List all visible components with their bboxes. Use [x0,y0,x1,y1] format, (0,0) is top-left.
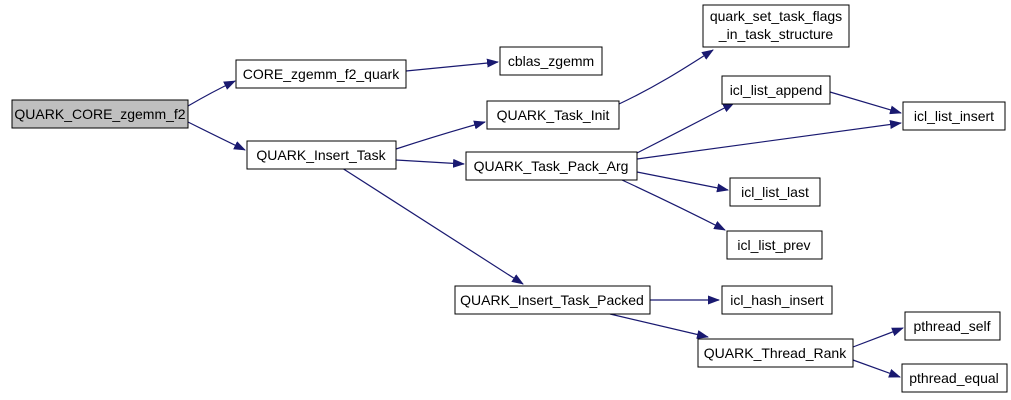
edge-quark-insert-task-to-quark-task-pack-arg [395,158,465,168]
node-box [721,285,833,315]
node-pthread-equal[interactable]: pthread_equal [901,363,1008,393]
node-box [486,100,620,130]
node-label: icl_list_append [730,82,823,98]
edge-quark-task-init-to-quark-set-task-flags [618,49,714,105]
node-label: icl_list_last [741,184,809,200]
node-label: CORE_zgemm_f2_quark [243,66,400,82]
node-box [902,101,1006,131]
node-box [901,363,1008,393]
node-quark-task-init[interactable]: QUARK_Task_Init [486,100,620,130]
node-pthread-self[interactable]: pthread_self [904,311,1001,341]
edge-quark-thread-rank-to-pthread-equal [852,359,901,378]
node-box [729,177,821,207]
node-quark-task-pack-arg[interactable]: QUARK_Task_Pack_Arg [465,151,638,181]
node-box [235,59,407,89]
edge-quark-task-pack-arg-to-icl-list-append [636,102,735,154]
node-box [499,46,603,76]
node-label: icl_list_prev [737,237,810,253]
node-box [721,75,831,105]
edge-quark-insert-task-packed-to-quark-thread-rank [609,313,709,339]
node-cblas-zgemm[interactable]: cblas_zgemm [499,46,603,76]
node-label: cblas_zgemm [508,53,594,69]
node-icl-hash-insert[interactable]: icl_hash_insert [721,285,833,315]
edge-quark-task-pack-arg-to-icl-list-prev [621,179,726,231]
node-box [246,140,397,170]
edge-quark-task-pack-arg-to-icl-list-insert [636,120,902,160]
node-box [454,285,651,315]
node-label: QUARK_Thread_Rank [704,345,847,361]
node-quark-insert-task-packed[interactable]: QUARK_Insert_Task_Packed [454,285,651,315]
node-label: pthread_equal [909,370,999,386]
edge-quark-task-pack-arg-to-icl-list-last [636,171,729,193]
node-box [702,4,850,48]
node-core-zgemm-f2-quark[interactable]: CORE_zgemm_f2_quark [235,59,407,89]
edge-group [187,49,904,378]
node-quark-core-zgemm-f2[interactable]: QUARK_CORE_zgemm_f2 [11,99,189,129]
edge-core-to-quark-insert-task [187,121,246,151]
node-box [904,311,1001,341]
edge-core-to-core-zgemm-f2-quark [187,80,236,107]
node-label: QUARK_Insert_Task_Packed [460,292,644,308]
node-label: pthread_self [913,318,990,334]
node-box [726,230,823,260]
edge-quark-insert-task-to-quark-insert-task-packed [341,167,524,285]
node-label: QUARK_Task_Init [497,107,610,123]
node-icl-list-last[interactable]: icl_list_last [729,177,821,207]
edge-icl-list-append-to-icl-list-insert [829,91,902,115]
node-quark-insert-task[interactable]: QUARK_Insert_Task [246,140,397,170]
node-label: icl_list_insert [914,108,994,124]
node-label: QUARK_CORE_zgemm_f2 [14,106,185,122]
edge-quark-thread-rank-to-pthread-self [852,327,904,348]
node-label: QUARK_Task_Pack_Arg [474,158,629,174]
edge-core-zgemm-f2-quark-to-cblas-zgemm [405,58,499,72]
node-icl-list-insert[interactable]: icl_list_insert [902,101,1006,131]
node-quark-thread-rank[interactable]: QUARK_Thread_Rank [697,338,854,368]
node-box [697,338,854,368]
edge-quark-insert-task-to-quark-task-init [395,120,486,150]
node-label: icl_hash_insert [730,292,823,308]
node-box [11,99,189,129]
node-label-line1: quark_set_task_flags [710,8,842,24]
node-icl-list-prev[interactable]: icl_list_prev [726,230,823,260]
node-quark-set-task-flags-in-task-structure[interactable]: quark_set_task_flags _in_task_structure [702,4,850,48]
node-icl-list-append[interactable]: icl_list_append [721,75,831,105]
node-box [465,151,638,181]
node-label-line2: _in_task_structure [718,26,834,42]
node-label: QUARK_Insert_Task [256,147,386,163]
